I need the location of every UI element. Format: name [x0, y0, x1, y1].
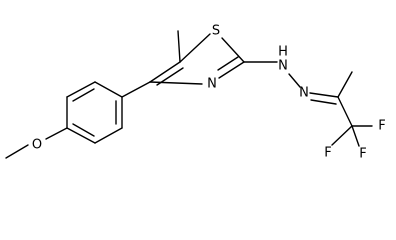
atom-f2: F	[359, 147, 366, 162]
bond-c4-c5	[149, 61, 181, 83]
bond-n-c-imine-double	[310, 99, 337, 105]
bond-imine-cf3	[337, 96, 353, 127]
bond-c-f1	[331, 125, 353, 146]
bond-ar-double-3	[72, 123, 95, 137]
molecule-structure: O S N H N N F F F	[5, 24, 386, 162]
bond-o-aryl	[45, 127, 68, 140]
bond-c5-s	[179, 33, 211, 63]
bond-nh-n	[288, 73, 301, 88]
bond-n-c-imine	[309, 92, 339, 98]
bond-ar3-ar4	[94, 81, 123, 98]
atom-s: S	[212, 24, 220, 39]
bonds	[5, 30, 373, 159]
bond-n3-c4	[149, 81, 203, 85]
bond-c2-n3-double	[217, 56, 239, 71]
bond-ar2-ar3	[66, 81, 96, 98]
atom-n-hydrazine: N	[278, 59, 288, 74]
bond-imine-methyl	[337, 71, 353, 98]
atom-labels: O S N H N N F F F	[32, 24, 386, 162]
atom-f3: F	[378, 119, 385, 134]
atom-o: O	[32, 138, 42, 153]
bond-c-f2	[351, 125, 360, 147]
bond-c2-n3	[218, 61, 245, 79]
bond-c5-methyl	[177, 30, 181, 63]
bond-methyl-o	[5, 144, 29, 159]
atom-n-imine: N	[299, 86, 309, 101]
atom-n-thiazole: N	[207, 77, 217, 92]
bond-s-c2	[221, 37, 245, 63]
bond-ar6-ar1	[66, 127, 96, 144]
bond-ar5-ar6	[94, 127, 123, 144]
bond-ar-double-1	[72, 88, 95, 102]
molecule-canvas: O S N H N N F F F	[5, 24, 386, 162]
atom-h: H	[278, 45, 288, 60]
atom-f1: F	[324, 146, 331, 161]
bond-aryl-c4	[121, 81, 151, 98]
